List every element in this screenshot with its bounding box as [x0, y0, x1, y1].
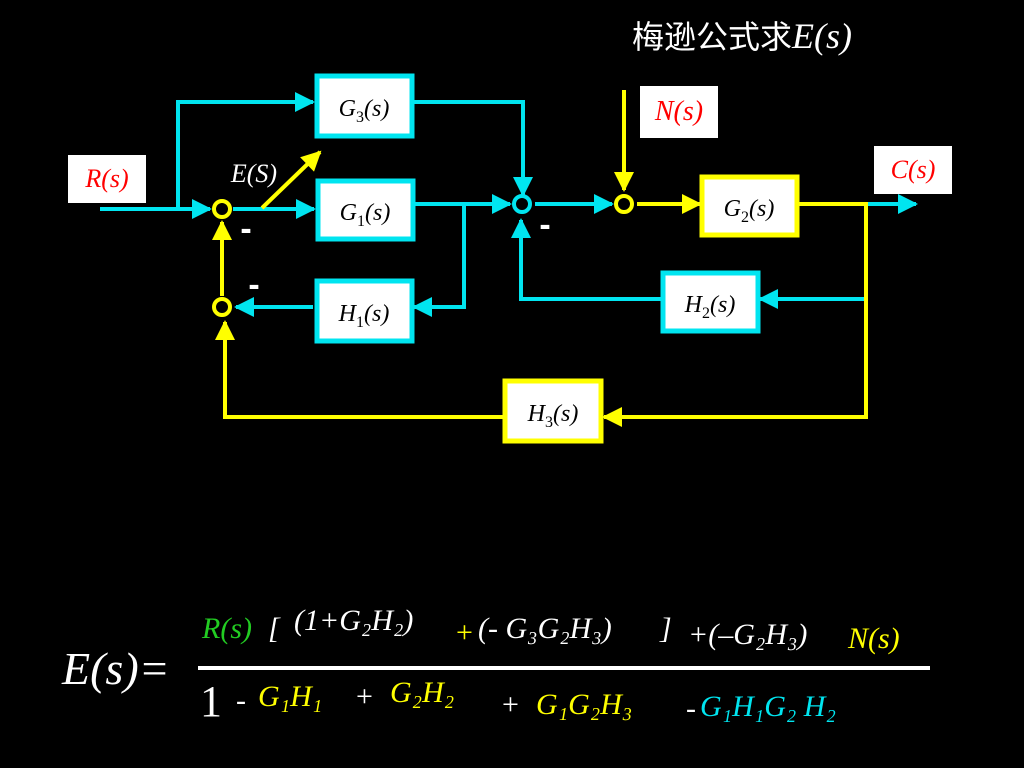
signal-R-label: R(s) [85, 164, 129, 193]
svg-text:G3(s): G3(s) [339, 96, 390, 126]
numerator-N: N(s) [848, 622, 900, 655]
block-G1: G1(s) [315, 178, 416, 242]
block-G2: G2(s) [699, 174, 800, 238]
signal-C-box: C(s) [874, 146, 952, 194]
svg-text:H2(s): H2(s) [684, 292, 736, 322]
numerator-term-2: (- G₃G₂H₃) [478, 612, 612, 645]
summing-junction-1 [212, 199, 232, 219]
block-H2: H2(s) [660, 270, 761, 334]
denominator-one: 1 [200, 677, 222, 726]
denominator-term-3: G₁G₂H₃ [536, 688, 633, 721]
minus-sign-1: - [240, 210, 251, 248]
block-G3: G3(s) [314, 73, 415, 139]
signal-C-label: C(s) [890, 155, 936, 184]
denominator-term-1: G₁H₁ [258, 680, 323, 713]
wire-H2-out [511, 218, 662, 301]
denominator-minus-1: - [236, 684, 246, 717]
minus-sign-inner: - [248, 266, 259, 304]
svg-text:H1(s): H1(s) [338, 301, 390, 331]
summing-junction-3 [614, 194, 634, 214]
numerator-R: R(s) [202, 612, 252, 645]
wire-H3-feedback-in [602, 204, 868, 427]
numerator-term-1: (1+G₂H₂) [294, 604, 414, 637]
equation-lhs: E(s)= [62, 643, 170, 694]
signal-N-label: N(s) [654, 96, 704, 127]
numerator-bracket-close: ] [660, 612, 672, 645]
minus-sign-2: - [539, 206, 550, 244]
denominator-term-2: G₂H₂ [390, 676, 455, 709]
wire-G3-feedforward-in [176, 92, 315, 209]
signal-E-label: E(S) [230, 159, 277, 188]
title-chinese: 梅逊公式求 [632, 18, 793, 56]
wire-G3-out [412, 100, 533, 197]
denominator-minus-2: - [686, 692, 696, 725]
slide-title: 梅逊公式求E(s) [632, 12, 852, 58]
denominator-plus-1: + [356, 680, 373, 713]
wire-E-signal-arrow [260, 150, 322, 210]
denominator-plus-2: + [502, 688, 519, 721]
numerator-term-3: +(–G₂H₃) [688, 618, 808, 651]
signal-R-box: R(s) [68, 155, 146, 203]
wire-H1-feedback-in [412, 204, 466, 317]
summing-junction-inner [212, 297, 232, 317]
wire-H3-out [215, 320, 503, 419]
numerator-plus-1: + [456, 616, 473, 649]
title-expression: E(s) [792, 16, 852, 56]
signal-N-box: N(s) [640, 86, 718, 138]
denominator-term-4: G₁H₁G₂ H₂ [700, 690, 836, 723]
svg-text:G1(s): G1(s) [340, 200, 391, 230]
summing-junction-2 [512, 194, 532, 214]
block-H1: H1(s) [314, 278, 415, 344]
numerator-bracket-open: [ [268, 612, 280, 645]
svg-text:G2(s): G2(s) [724, 196, 775, 226]
block-H3: H3(s) [502, 378, 604, 444]
svg-text:H3(s): H3(s) [527, 401, 579, 431]
